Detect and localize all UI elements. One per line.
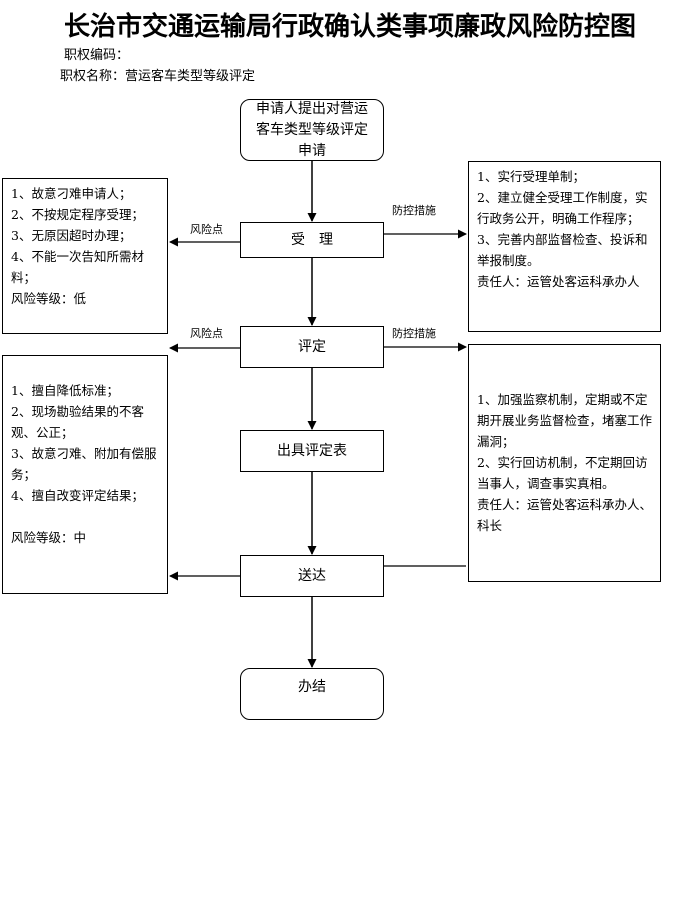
risk-panel-1: 1、故意刁难申请人； 2、不按规定程序受理； 3、无原因超时办理； 4、不能一次… xyxy=(2,178,168,334)
control-2-item: 2、实行回访机制，不定期回访当事人，调查事实真相。 xyxy=(477,455,648,491)
page-title: 长治市交通运输局行政确认类事项廉政风险防控图 xyxy=(63,12,636,42)
power-code: 职权编码： xyxy=(64,48,130,63)
node-finish: 办结 xyxy=(240,668,384,720)
control-1-item: 1、实行受理单制； xyxy=(477,169,585,184)
control-2-item: 1、加强监察机制，定期或不定期开展业务监督检查，堵塞工作漏洞； xyxy=(477,392,653,449)
risk-2-item: 1、擅自降低标准； xyxy=(11,383,119,398)
control-1-item: 2、建立健全受理工作制度，实行政务公开，明确工作程序； xyxy=(477,190,648,226)
risk-2-item: 4、擅自改变评定结果； xyxy=(11,488,144,503)
power-name: 职权名称：营运客车类型等级评定 xyxy=(60,69,256,84)
risk-level-2: 风险等级：中 xyxy=(11,530,87,545)
control-panel-1: 1、实行受理单制； 2、建立健全受理工作制度，实行政务公开，明确工作程序； 3、… xyxy=(468,161,661,332)
control-label-1: 防控措施 xyxy=(392,204,436,217)
node-apply: 申请人提出对营运客车类型等级评定申请 xyxy=(240,99,384,161)
risk-1-item: 1、故意刁难申请人； xyxy=(11,186,132,201)
risk-point-label-1: 风险点 xyxy=(190,223,223,236)
risk-1-item: 3、无原因超时办理； xyxy=(11,228,132,243)
risk-1-item: 4、不能一次告知所需材料； xyxy=(11,249,144,285)
control-panel-2: 1、加强监察机制，定期或不定期开展业务监督检查，堵塞工作漏洞； 2、实行回访机制… xyxy=(468,344,661,582)
risk-1-item: 2、不按规定程序受理； xyxy=(11,207,144,222)
node-issue: 出具评定表 xyxy=(240,430,384,472)
node-evaluate: 评定 xyxy=(240,326,384,368)
risk-level-1: 风险等级：低 xyxy=(11,291,87,306)
responsible-1: 责任人：运管处客运科承办人 xyxy=(477,274,640,289)
risk-2-item: 2、现场勘验结果的不客观、公正； xyxy=(11,404,144,440)
risk-2-item: 3、故意刁难、附加有偿服务； xyxy=(11,446,157,482)
control-1-item: 3、完善内部监督检查、投诉和举报制度。 xyxy=(477,232,648,268)
risk-point-label-2: 风险点 xyxy=(190,327,223,340)
control-label-2: 防控措施 xyxy=(392,327,436,340)
node-accept: 受 理 xyxy=(240,222,384,258)
responsible-2: 责任人：运管处客运科承办人、科长 xyxy=(477,497,653,533)
node-deliver: 送达 xyxy=(240,555,384,597)
risk-panel-2: 1、擅自降低标准； 2、现场勘验结果的不客观、公正； 3、故意刁难、附加有偿服务… xyxy=(2,355,168,594)
